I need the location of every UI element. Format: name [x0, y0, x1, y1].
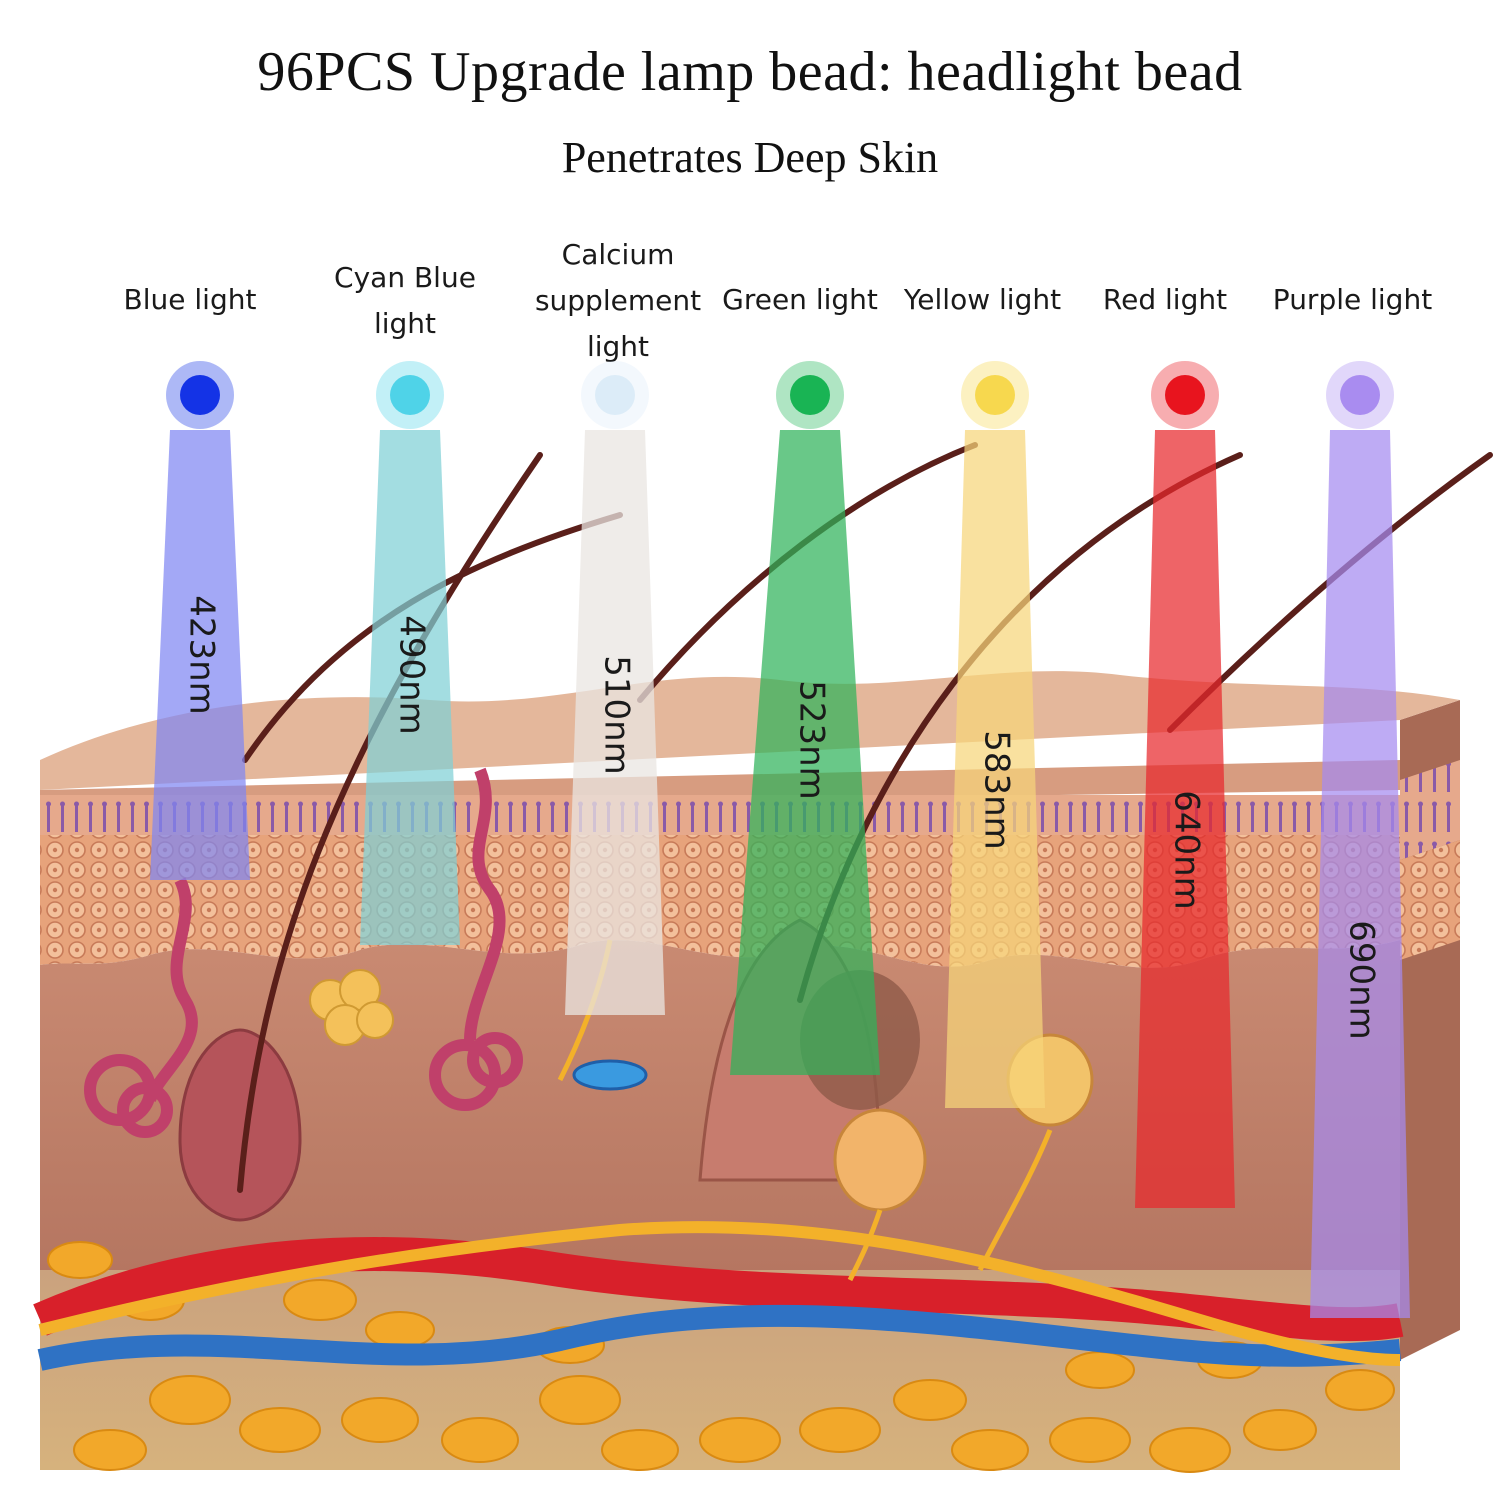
light-bead-icon-6 [1165, 375, 1205, 415]
label-purple-light: Purple light [1272, 283, 1433, 316]
light-beam-7 [1310, 430, 1410, 1318]
light-beam-2 [360, 430, 460, 945]
light-bead-icon-1 [180, 375, 220, 415]
wavelength-label-1: 423nm [182, 595, 222, 715]
wavelength-label-6: 640nm [1167, 790, 1207, 910]
light-beam-6 [1135, 430, 1235, 1208]
skin-surface [40, 671, 1460, 810]
skin-block-side [1400, 700, 1460, 1360]
sweat-glands [84, 767, 523, 1138]
wavelength-label-5: 583nm [977, 730, 1017, 850]
wavelength-label-4: 523nm [792, 680, 832, 800]
light-bead-icon-4 [790, 375, 830, 415]
page-subtitle: Penetrates Deep Skin [561, 133, 939, 182]
blood-vessels [33, 1221, 1404, 1371]
light-bead-icon-5 [975, 375, 1015, 415]
light-beads [166, 361, 1394, 429]
light-beams [150, 430, 1410, 1318]
light-beam-5 [945, 430, 1045, 1108]
page-title: 96PCS Upgrade lamp bead: headlight bead [257, 41, 1243, 103]
wavelength-labels: 423nm 490nm 510nm 523nm 583nm 640nm 690nm [182, 595, 1382, 1040]
light-beam-4 [730, 430, 880, 1075]
light-beam-1 [150, 430, 250, 880]
label-green-light: Green light [722, 283, 878, 316]
light-beam-3 [565, 430, 665, 1015]
light-bead-icon-7 [1340, 375, 1380, 415]
label-yellow-light: Yellow light [903, 283, 1062, 316]
light-bead-icon-2 [390, 375, 430, 415]
sebaceous-gland [309, 969, 394, 1046]
label-blue-light: Blue light [123, 283, 257, 316]
label-red-light: Red light [1102, 283, 1228, 316]
wavelength-label-2: 490nm [392, 615, 432, 735]
light-bead-icon-3 [595, 375, 635, 415]
wavelength-label-3: 510nm [597, 655, 637, 775]
wavelength-label-7: 690nm [1342, 920, 1382, 1040]
